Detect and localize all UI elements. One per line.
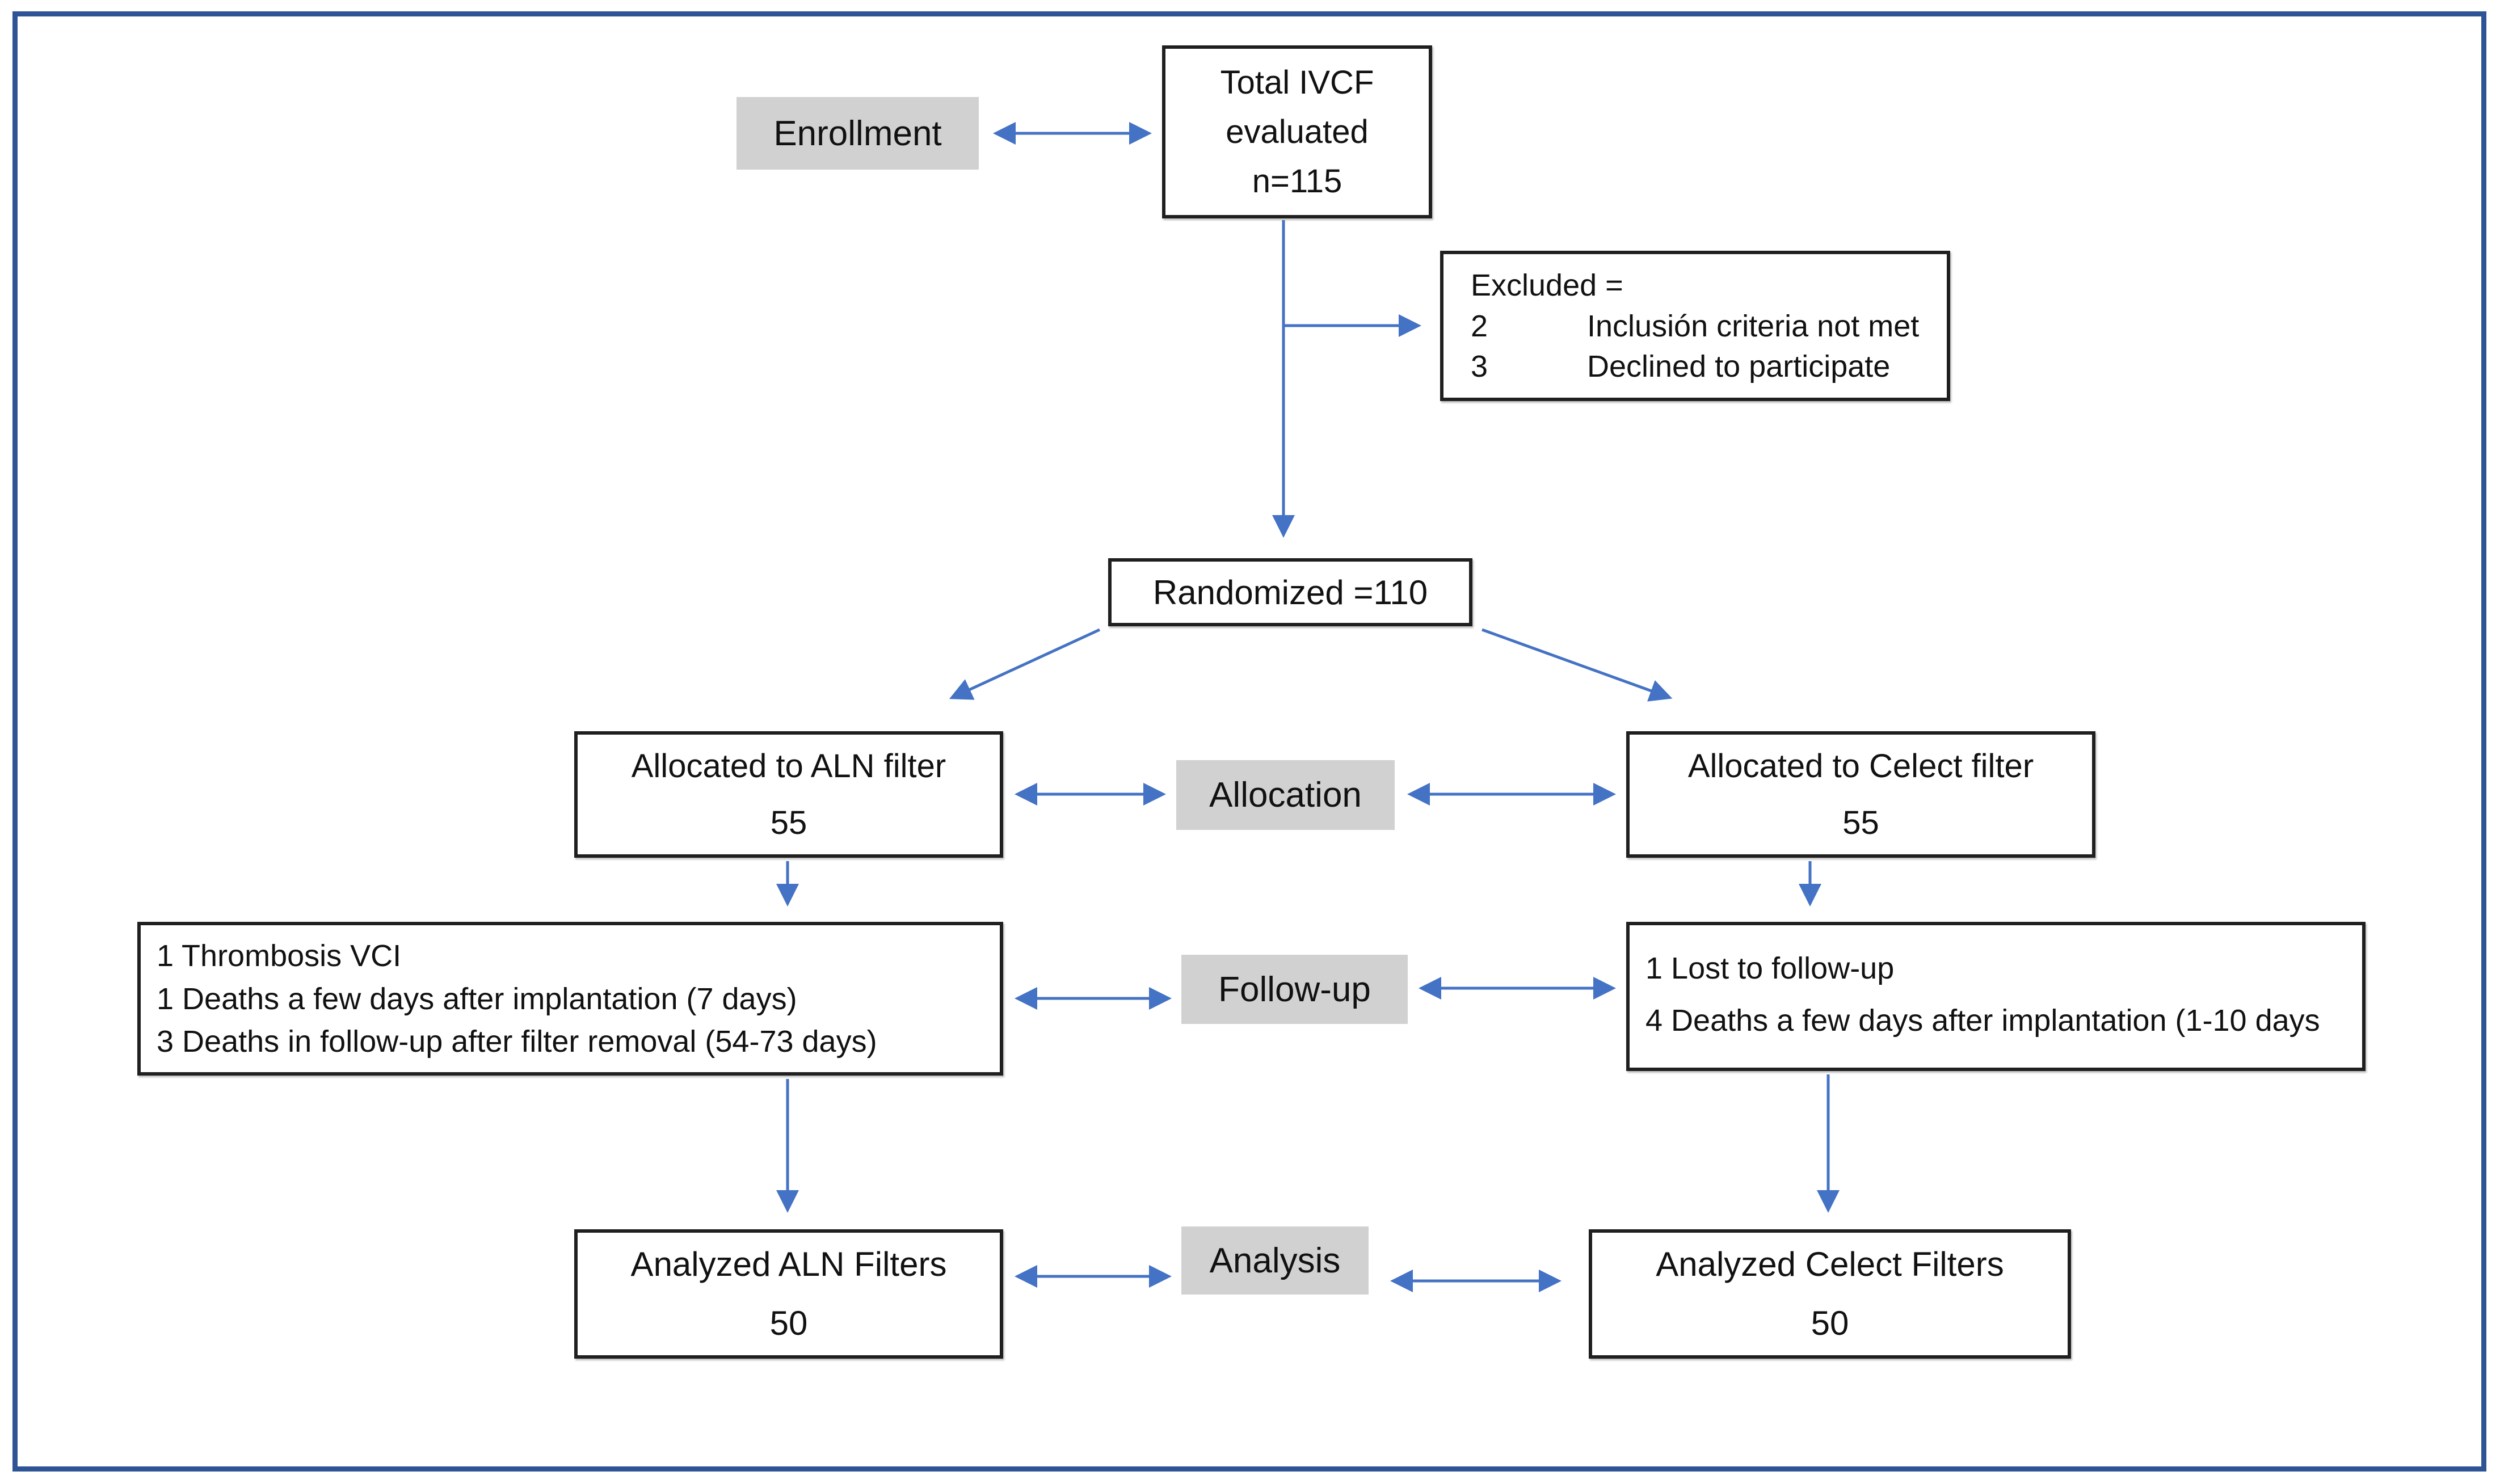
analyzed-aln-line1: Analyzed ALN Filters (630, 1245, 947, 1283)
total-evaluated-count: n=115 (1252, 163, 1342, 200)
stage-label-followup: Follow-up (1181, 955, 1408, 1024)
randomized-box: Randomized =110 (1108, 558, 1472, 626)
followup-celect-box: 1 Lost to follow-up 4 Deaths a few days … (1626, 922, 2366, 1071)
excluded-item: 3 Declined to participate (1471, 349, 1935, 384)
followup-aln-item: 3 Deaths in follow-up after filter remov… (157, 1024, 877, 1059)
analyzed-aln-box: Analyzed ALN Filters 50 (574, 1229, 1003, 1359)
total-evaluated-line2: evaluated (1226, 113, 1369, 150)
allocated-aln-box: Allocated to ALN filter 55 (574, 731, 1003, 858)
analyzed-aln-count: 50 (769, 1304, 808, 1342)
excluded-title: Excluded = (1471, 268, 1623, 302)
arrow-randomized-celect (1482, 628, 1673, 702)
allocated-celect-box: Allocated to Celect filter 55 (1626, 731, 2095, 858)
analyzed-celect-box: Analyzed Celect Filters 50 (1589, 1229, 2071, 1359)
allocated-celect-count: 55 (1842, 804, 1879, 841)
stage-label-enrollment: Enrollment (736, 97, 979, 170)
excluded-box: Excluded = 2 Inclusión criteria not met … (1440, 251, 1950, 401)
excluded-item-count: 3 (1471, 349, 1488, 384)
followup-celect-item: 4 Deaths a few days after implantation (… (1645, 1004, 2320, 1038)
stage-label-analysis-text: Analysis (1209, 1241, 1341, 1280)
stage-label-followup-text: Follow-up (1218, 969, 1371, 1009)
analyzed-celect-line1: Analyzed Celect Filters (1656, 1245, 2004, 1283)
total-evaluated-box: Total IVCF evaluated n=115 (1162, 45, 1432, 218)
excluded-item-count: 2 (1471, 309, 1488, 343)
allocated-aln-line1: Allocated to ALN filter (631, 747, 946, 785)
followup-celect-item: 1 Lost to follow-up (1645, 951, 1895, 985)
stage-label-analysis: Analysis (1181, 1226, 1369, 1295)
followup-aln-box: 1 Thrombosis VCI 1 Deaths a few days aft… (137, 922, 1003, 1076)
stage-label-enrollment-text: Enrollment (773, 113, 942, 153)
analyzed-celect-count: 50 (1811, 1304, 1849, 1342)
excluded-item-text: Inclusión criteria not met (1587, 309, 1920, 343)
excluded-item-text: Declined to participate (1587, 349, 1891, 384)
followup-aln-item: 1 Deaths a few days after implantation (… (157, 981, 797, 1016)
arrow-randomized-aln (949, 628, 1101, 700)
followup-aln-item: 1 Thrombosis VCI (157, 939, 402, 973)
allocated-aln-count: 55 (770, 804, 807, 841)
allocated-celect-line1: Allocated to Celect filter (1687, 747, 2034, 785)
total-evaluated-line1: Total IVCF (1220, 64, 1374, 101)
stage-label-allocation: Allocation (1176, 760, 1395, 830)
outer-frame (12, 11, 2486, 1472)
excluded-item: 2 Inclusión criteria not met (1471, 309, 1935, 344)
stage-label-allocation-text: Allocation (1209, 775, 1362, 815)
randomized-text: Randomized =110 (1152, 573, 1428, 612)
